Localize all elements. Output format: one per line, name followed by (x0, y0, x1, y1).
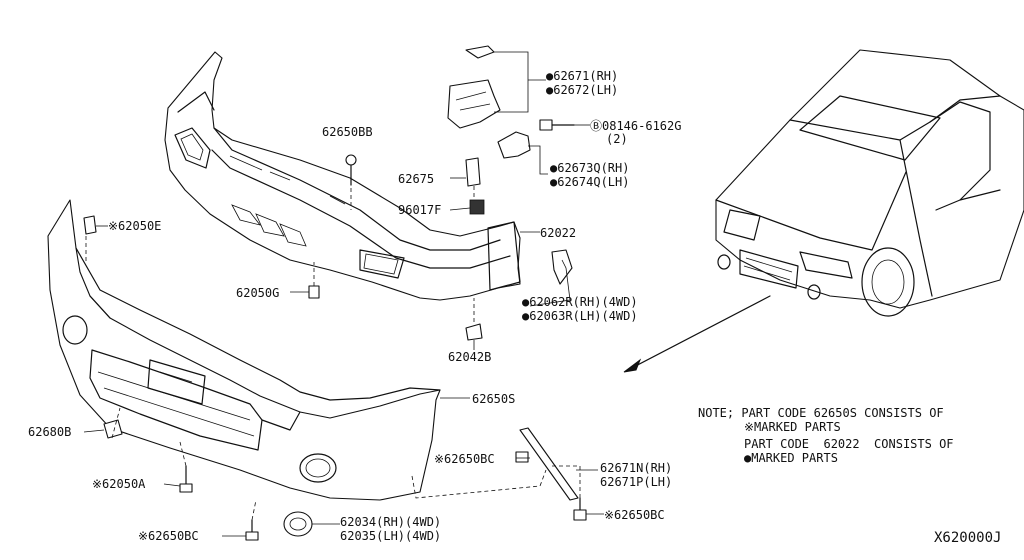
bolt-62650BB (345, 154, 357, 186)
fog-cover-62034 (283, 511, 313, 537)
clip-62680B (103, 419, 123, 439)
bumper-armature-62022 (164, 51, 521, 301)
clip-96017F (469, 199, 485, 215)
bumper-fascia-62650S (47, 199, 441, 501)
leader-lines (83, 51, 604, 537)
label-62671N: 62671N(RH) (600, 461, 673, 475)
note-line-2: ※MARKED PARTS (744, 420, 841, 434)
label-62035: 62035(LH)(4WD) (340, 529, 442, 543)
screw-62650BC-left (245, 519, 259, 541)
label-62675: 62675 (398, 172, 435, 186)
label-96017F: 96017F (398, 203, 442, 217)
clip-62050G (308, 285, 320, 299)
label-62680B: 62680B (28, 425, 72, 439)
note-line-3: PART CODE 62022 CONSISTS OF (744, 437, 954, 451)
note-line-1: NOTE; PART CODE 62650S CONSISTS OF (698, 406, 944, 420)
label-62672: ●62672(LH) (546, 83, 619, 97)
note-line-4: ●MARKED PARTS (744, 451, 838, 465)
label-08146-qty: (2) (606, 132, 628, 146)
label-62034: 62034(RH)(4WD) (340, 515, 442, 529)
screw-62050A (179, 465, 193, 493)
bracket-62673Q (497, 131, 531, 159)
label-62062R: ●62062R(RH)(4WD) (522, 295, 638, 309)
label-62673Q: ●62673Q(RH) (550, 161, 630, 175)
bracket-62671 (447, 45, 501, 129)
drawing-code: X620000J (934, 530, 1002, 546)
label-62650BC-mid: ※62650BC (434, 452, 495, 466)
label-62671P: 62671P(LH) (600, 475, 673, 489)
label-62042B: 62042B (448, 350, 492, 364)
clip-62050E (83, 215, 97, 235)
label-62050E: ※62050E (108, 219, 162, 233)
bolt-08146 (539, 119, 575, 131)
label-62050A: ※62050A (92, 477, 146, 491)
stay-62671N (519, 427, 579, 501)
label-62650BC-left: ※62650BC (138, 529, 199, 543)
label-08146: Ⓑ08146-6162G (590, 119, 682, 133)
label-62050G: 62050G (236, 286, 280, 300)
fog-bracket-62062R (551, 249, 573, 285)
vehicle-illustration (715, 49, 1024, 317)
screw-62650BC-mid (515, 451, 529, 463)
clip-62042B (465, 323, 483, 341)
label-62650S: 62650S (472, 392, 516, 406)
label-62674Q: ●62674Q(LH) (550, 175, 630, 189)
direction-arrow (623, 295, 771, 373)
label-62650BC-right: ※62650BC (604, 508, 665, 522)
label-62063R: ●62063R(LH)(4WD) (522, 309, 638, 323)
screw-62650BC-right (573, 497, 587, 521)
label-62022: 62022 (540, 226, 577, 240)
clip-62675 (465, 157, 481, 187)
label-62671: ●62671(RH) (546, 69, 619, 83)
label-62650BB: 62650BB (322, 125, 373, 139)
